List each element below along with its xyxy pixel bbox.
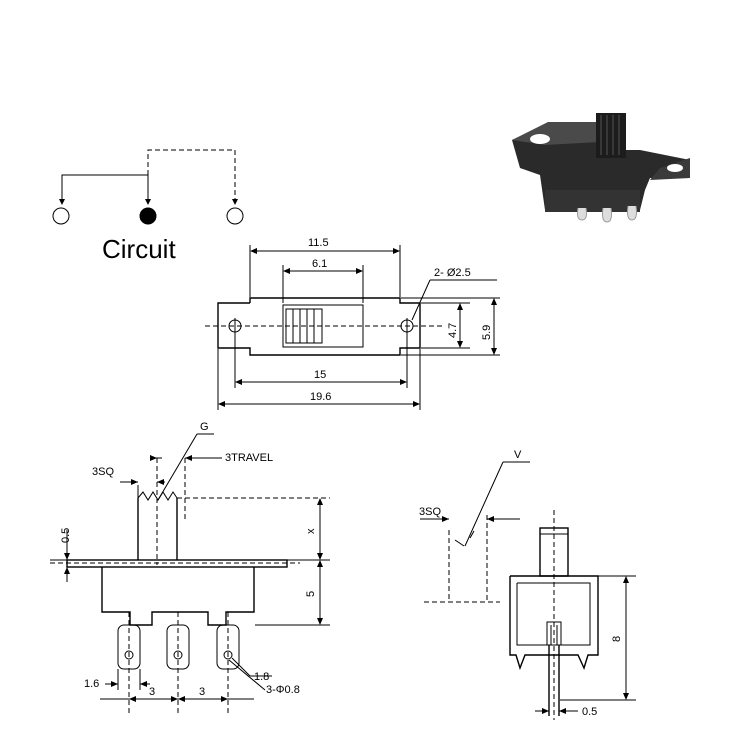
label-v: V: [514, 449, 522, 461]
dim-slot-length: 6.1: [312, 258, 327, 270]
dim-flange-thickness: 0.5: [60, 528, 72, 543]
circuit-label: Circuit: [102, 234, 176, 264]
dim-pin-offset: 1.8: [254, 671, 269, 683]
label-travel: 3TRAVEL: [225, 452, 273, 464]
dim-pin-thickness: 0.5: [582, 706, 597, 718]
label-sq-side: 3SQ: [419, 506, 441, 518]
label-g: G: [200, 421, 209, 433]
dim-side-height: 8: [611, 636, 623, 642]
side-view: 3SQ V 8 0.5: [419, 449, 636, 720]
dim-pin-holes: 3-Φ0.8: [266, 684, 300, 696]
dim-total-length: 19.6: [310, 391, 331, 403]
front-view: G 3TRAVEL 3SQ 0.5 x 5: [50, 421, 330, 716]
top-view: 11.5 6.1 2- Ø2.5 4.7 5.9 15: [205, 237, 500, 410]
dim-body-length: 11.5: [308, 237, 329, 249]
dim-pitch-right: 3: [199, 686, 205, 698]
dim-pin-width: 1.6: [84, 678, 99, 690]
dim-overall-height: 5.9: [481, 325, 493, 340]
dim-flange-height: 4.7: [447, 323, 459, 338]
dim-body-height: 5: [305, 591, 317, 597]
dim-pitch-left: 3: [149, 686, 155, 698]
switch-photo: [512, 113, 690, 223]
circuit-diagram: Circuit: [52, 149, 244, 264]
terminal-right-icon: [226, 207, 244, 225]
terminal-common-icon: [139, 207, 157, 225]
dim-travel-height: x: [305, 528, 317, 534]
dim-hole-pitch: 15: [314, 369, 326, 381]
terminal-left-icon: [52, 207, 70, 225]
label-sq-front: 3SQ: [92, 466, 114, 478]
dim-hole-diameter: 2- Ø2.5: [434, 267, 471, 279]
